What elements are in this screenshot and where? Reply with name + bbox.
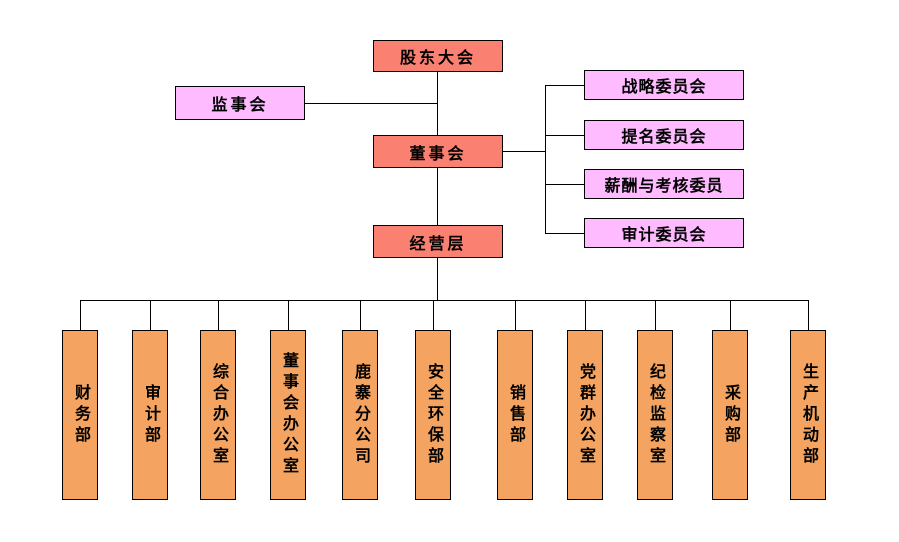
node-dept-audit-label: 审计部	[142, 383, 159, 447]
node-supervisory-board-label: 监事会	[211, 97, 269, 114]
node-dept-luzhai-branch-label: 鹿寨分公司	[352, 362, 369, 468]
connector-board-management	[437, 168, 438, 225]
connector-committee-3	[545, 184, 584, 185]
node-dept-party-mass-office: 党群办公室	[567, 330, 603, 500]
node-committee-strategy-label: 战略委员会	[621, 79, 707, 96]
node-committee-nomination: 提名委员会	[584, 120, 744, 150]
node-committee-compensation-label: 薪酬与考核委员	[604, 178, 724, 195]
node-board-of-directors-label: 董事会	[409, 145, 467, 163]
node-dept-procurement-label: 采购部	[722, 383, 739, 447]
node-committee-audit: 审计委员会	[584, 218, 744, 248]
drop-dept-11	[808, 300, 809, 330]
node-dept-audit: 审计部	[132, 330, 168, 500]
node-dept-board-office-label: 董事会办公室	[280, 352, 297, 478]
node-management-layer-label: 经营层	[409, 235, 467, 253]
node-dept-finance: 财务部	[62, 330, 98, 500]
drop-dept-8	[585, 300, 586, 330]
node-committee-compensation: 薪酬与考核委员	[584, 169, 744, 199]
connector-committee-trunk	[545, 85, 546, 233]
connector-committee-1	[545, 85, 584, 86]
drop-dept-4	[288, 300, 289, 330]
node-committee-nomination-label: 提名委员会	[621, 129, 707, 146]
node-dept-luzhai-branch: 鹿寨分公司	[342, 330, 378, 500]
node-dept-safety-environment: 安全环保部	[415, 330, 451, 500]
connector-management-trunk	[437, 258, 438, 300]
drop-dept-6	[433, 300, 434, 330]
drop-dept-7	[515, 300, 516, 330]
drop-dept-3	[218, 300, 219, 330]
connector-committee-4	[545, 233, 584, 234]
node-dept-discipline-inspection-label: 纪检监察室	[647, 362, 664, 468]
node-supervisory-board: 监事会	[175, 86, 305, 120]
node-dept-discipline-inspection: 纪检监察室	[637, 330, 673, 500]
drop-dept-5	[360, 300, 361, 330]
node-dept-general-office-label: 综合办公室	[210, 362, 227, 468]
drop-dept-9	[655, 300, 656, 330]
node-shareholders-meeting: 股东大会	[373, 40, 503, 72]
node-dept-procurement: 采购部	[712, 330, 748, 500]
connector-department-trunk	[80, 300, 808, 301]
connector-supervisory	[305, 103, 437, 104]
connector-committee-2	[545, 135, 584, 136]
node-committee-audit-label: 审计委员会	[621, 227, 707, 244]
node-dept-production-mobility-label: 生产机动部	[800, 362, 817, 468]
drop-dept-1	[80, 300, 81, 330]
connector-board-committees	[503, 151, 545, 152]
drop-dept-2	[150, 300, 151, 330]
node-dept-sales: 销售部	[497, 330, 533, 500]
node-dept-party-mass-office-label: 党群办公室	[577, 362, 594, 468]
node-board-of-directors: 董事会	[373, 135, 503, 168]
node-dept-board-office: 董事会办公室	[270, 330, 306, 500]
node-shareholders-meeting-label: 股东大会	[399, 50, 476, 67]
node-dept-production-mobility: 生产机动部	[790, 330, 826, 500]
node-dept-general-office: 综合办公室	[200, 330, 236, 500]
node-committee-strategy: 战略委员会	[584, 70, 744, 100]
drop-dept-10	[730, 300, 731, 330]
connector-shareholders-board	[437, 72, 438, 135]
node-management-layer: 经营层	[373, 225, 503, 258]
node-dept-safety-environment-label: 安全环保部	[425, 362, 442, 468]
node-dept-sales-label: 销售部	[507, 383, 524, 447]
node-dept-finance-label: 财务部	[72, 383, 89, 447]
